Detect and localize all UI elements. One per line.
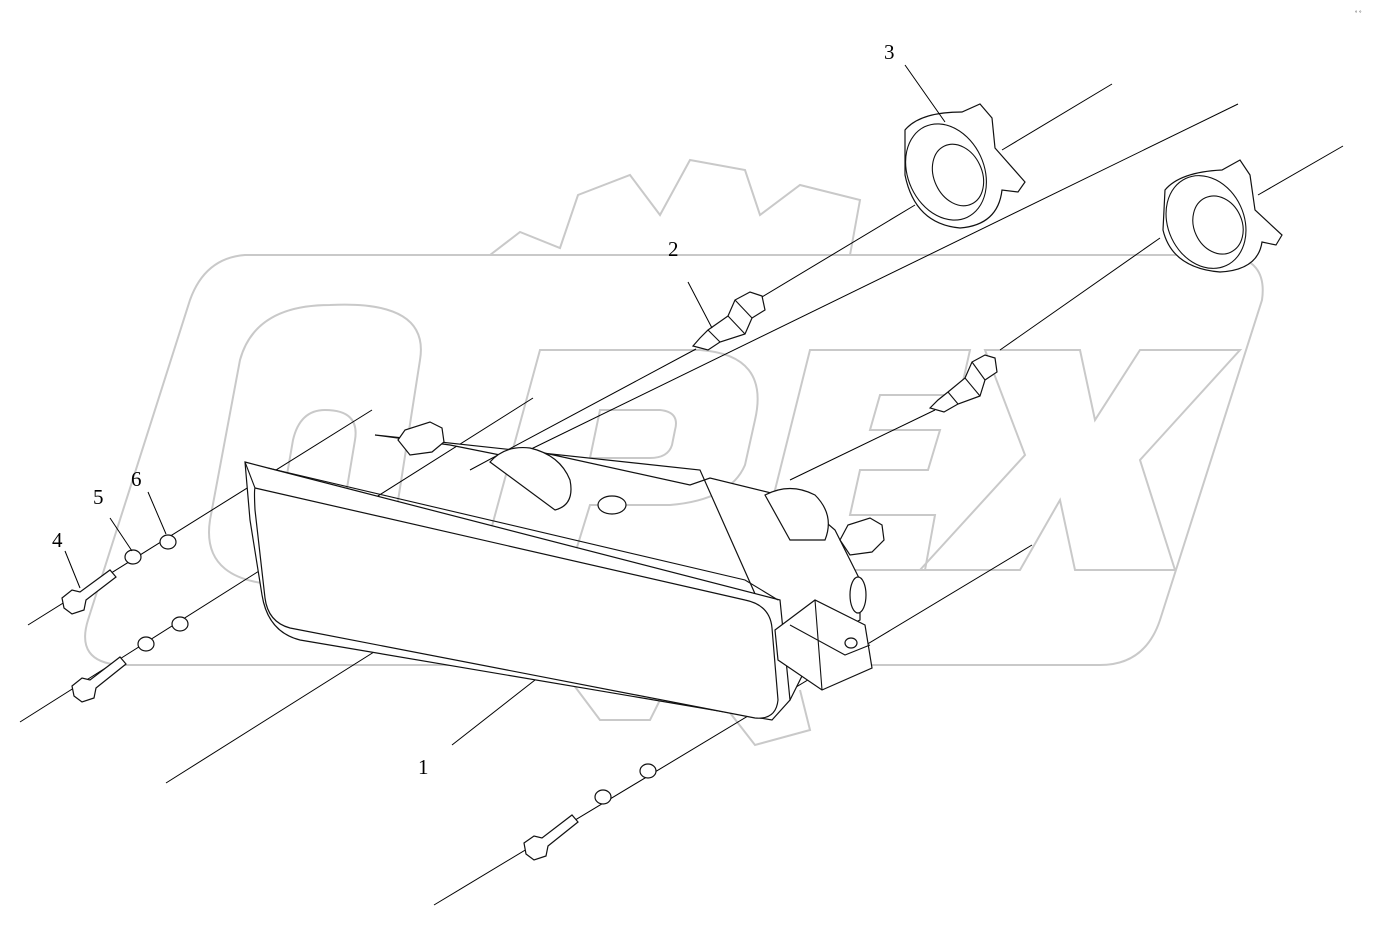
callout-labels: 1 2 3 4 5 6	[52, 40, 895, 779]
lamp-lens-face	[253, 487, 779, 719]
corner-mark: ° °	[1355, 11, 1362, 17]
adjuster-knob-left	[397, 421, 445, 456]
leader-lines	[64, 64, 946, 589]
lamp-side-boss-right	[849, 576, 867, 614]
callout-4: 4	[52, 528, 63, 552]
washer-5-lower	[594, 789, 612, 805]
washer-6-lower	[639, 763, 657, 779]
washer-5-middle	[137, 636, 155, 652]
bulb-part-2	[691, 291, 998, 413]
screw-lower	[523, 814, 579, 861]
ring-lower-core	[1192, 195, 1244, 255]
lamp-rear-dome-right	[764, 487, 829, 541]
bulb-upper-detail	[707, 299, 753, 343]
ring-lower-body	[1162, 159, 1283, 273]
watermark-badge-outline	[84, 254, 1264, 666]
callout-5: 5	[93, 485, 104, 509]
lamp-bracket-detail	[789, 599, 871, 691]
ring-upper-inner	[905, 123, 987, 221]
callout-2: 2	[668, 237, 679, 261]
bracket-hole	[844, 637, 858, 649]
bulb-lower-detail	[947, 361, 986, 405]
watermark-letter-p	[478, 349, 759, 571]
lamp-rear-dome-left	[489, 446, 572, 511]
screw-upper	[61, 569, 117, 615]
ring-upper-body	[904, 103, 1026, 229]
callout-3: 3	[884, 40, 895, 64]
callout-1: 1	[418, 755, 429, 779]
adjuster-knob-right	[839, 517, 885, 556]
washer-part-6	[159, 534, 657, 779]
lamp-lens-edge	[244, 461, 779, 601]
washer-5-upper	[124, 549, 142, 565]
ring-upper-core	[931, 143, 985, 207]
ring-lower-inner	[1165, 175, 1247, 269]
screw-part-4	[61, 569, 579, 861]
bulb-lower	[928, 354, 998, 413]
washer-6-upper	[159, 534, 177, 550]
callout-6: 6	[131, 467, 142, 491]
bulb-upper	[691, 291, 766, 351]
lamp-housing-part-1	[244, 421, 885, 721]
screw-middle	[71, 656, 127, 703]
retaining-ring-part-3	[904, 103, 1283, 273]
washer-6-middle	[171, 616, 189, 632]
lamp-side-boss	[597, 495, 627, 515]
watermark-letter-x	[917, 349, 1243, 571]
axis-lines	[19, 83, 1344, 906]
washer-part-5	[124, 549, 612, 805]
